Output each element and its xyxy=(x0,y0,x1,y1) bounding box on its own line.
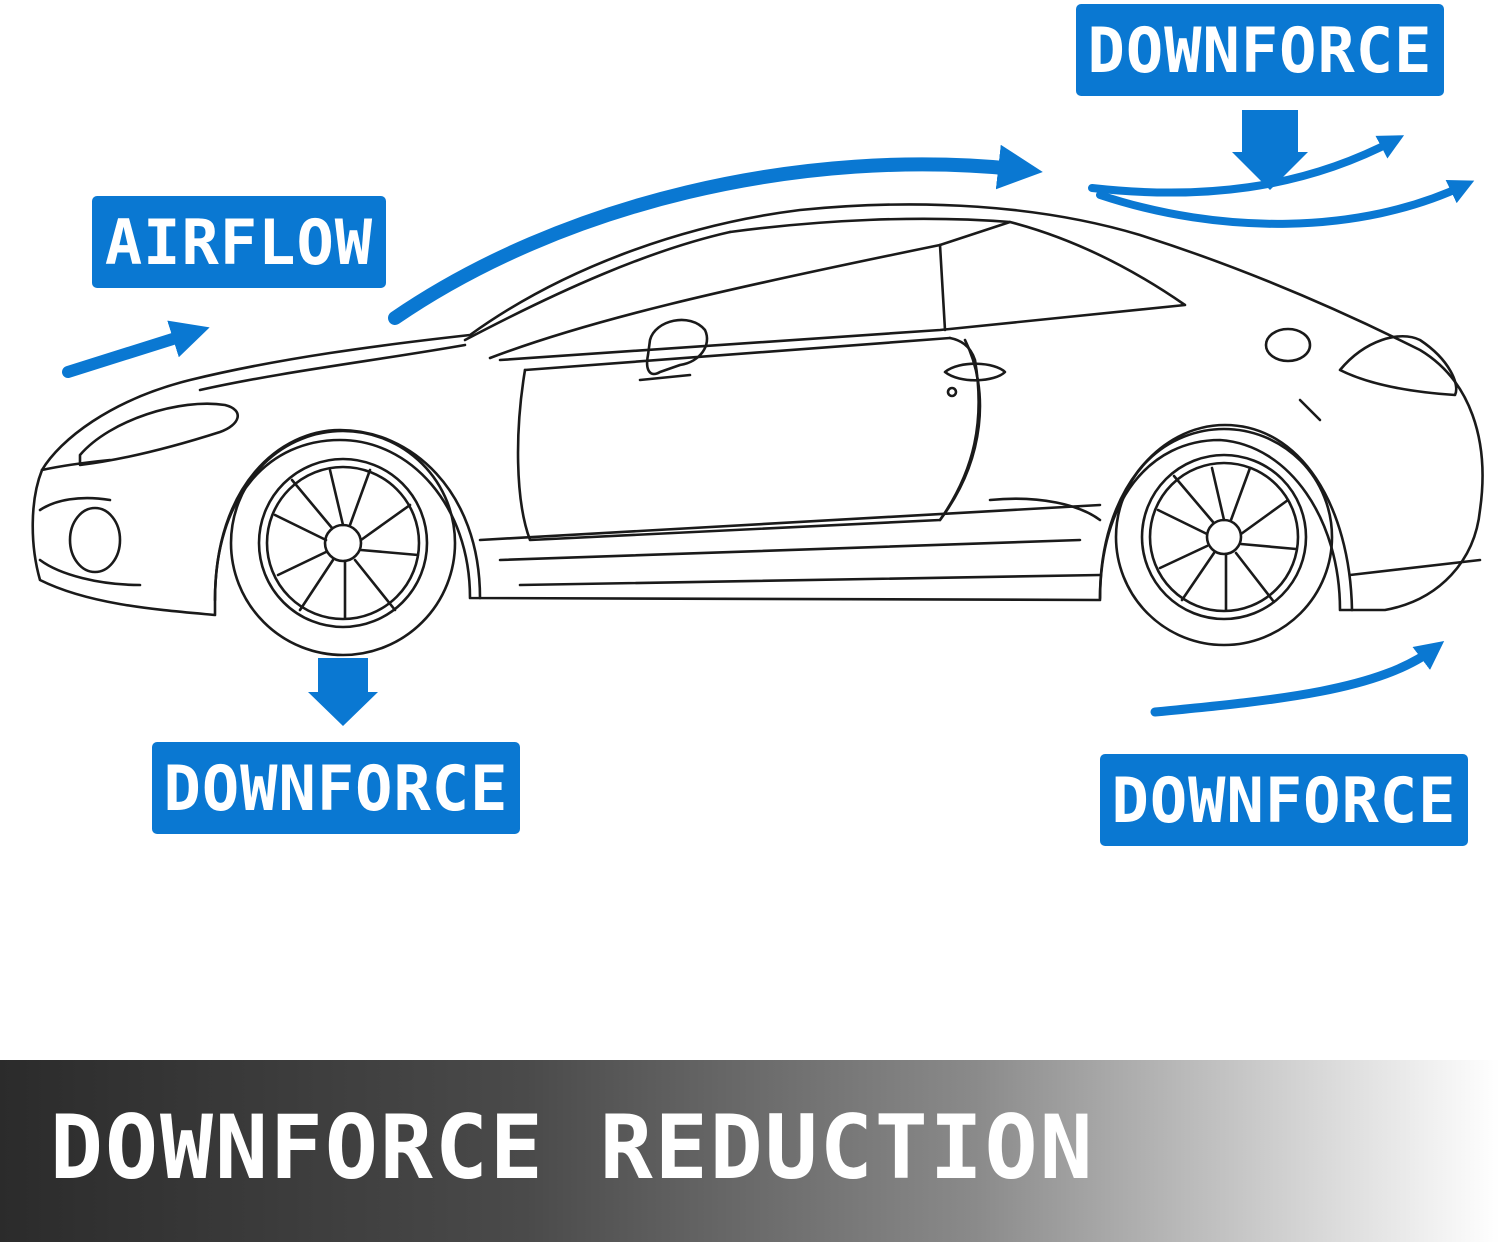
front-wheel xyxy=(229,429,457,657)
airflow-arrow-rear-lower xyxy=(1096,180,1475,228)
downforce-arrows xyxy=(308,110,1308,726)
door-handle xyxy=(943,362,1007,382)
taillight xyxy=(1338,335,1458,397)
airflow-label: AIRFLOW xyxy=(92,196,386,288)
downforce-label-rear: DOWNFORCE xyxy=(1100,754,1468,846)
car-aero-diagram xyxy=(31,110,1484,726)
downforce-arrow-top xyxy=(1232,110,1308,190)
car-outline xyxy=(31,203,1484,657)
airflow-arrow-rear-upper xyxy=(1088,135,1405,197)
airflow-arrow-front xyxy=(62,320,210,378)
airflow-arrow-under xyxy=(1150,641,1445,717)
downforce-label-top: DOWNFORCE xyxy=(1076,4,1444,96)
headlight xyxy=(78,402,239,467)
fuel-cap xyxy=(1264,327,1312,363)
downforce-arrow-front xyxy=(308,658,378,726)
airflow-arrow-roof xyxy=(388,144,1043,325)
downforce-label-front: DOWNFORCE xyxy=(152,742,520,834)
banner-title: DOWNFORCE REDUCTION xyxy=(50,1096,1095,1199)
airflow-arrows xyxy=(62,135,1475,717)
bottom-banner: DOWNFORCE REDUCTION xyxy=(0,1060,1500,1242)
rear-wheel xyxy=(1114,427,1334,647)
side-mirror xyxy=(645,318,709,376)
fog-light xyxy=(68,506,122,574)
